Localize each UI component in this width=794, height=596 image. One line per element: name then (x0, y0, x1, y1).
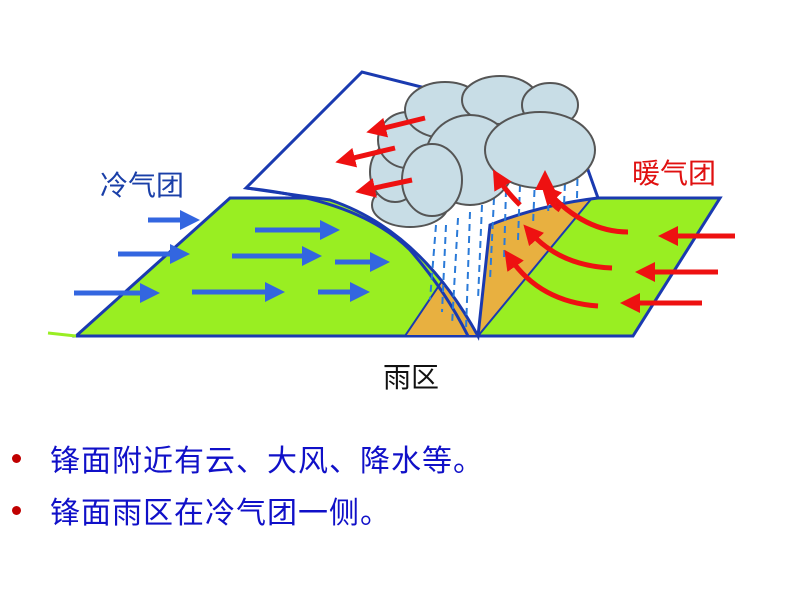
warm-air-mass-label: 暖气团 (632, 157, 717, 190)
bullet-text: 锋面雨区在冷气团一侧。 (50, 496, 391, 531)
warm-rising-arrows (335, 115, 426, 198)
bullet-dot-icon (12, 453, 21, 463)
front-diagram (47, 70, 735, 341)
bullet-dot-icon (12, 505, 21, 515)
rain-area-label: 雨区 (383, 361, 440, 394)
ground-left-stub (47, 331, 77, 338)
cold-air-arrows (74, 210, 390, 303)
frontal-surface-curve (245, 186, 470, 337)
warm-air-arrows (492, 169, 735, 313)
bullet-text: 锋面附近有云、大风、降水等。 (50, 444, 484, 479)
cold-air-mass-label: 冷气团 (100, 169, 185, 202)
rain-streaks (429, 154, 579, 331)
bullet-item: 锋面雨区在冷气团一侧。 (10, 484, 484, 536)
bullet-item: 锋面附近有云、大风、降水等。 (10, 432, 484, 484)
bullet-list: 锋面附近有云、大风、降水等。 锋面雨区在冷气团一侧。 (10, 432, 484, 536)
